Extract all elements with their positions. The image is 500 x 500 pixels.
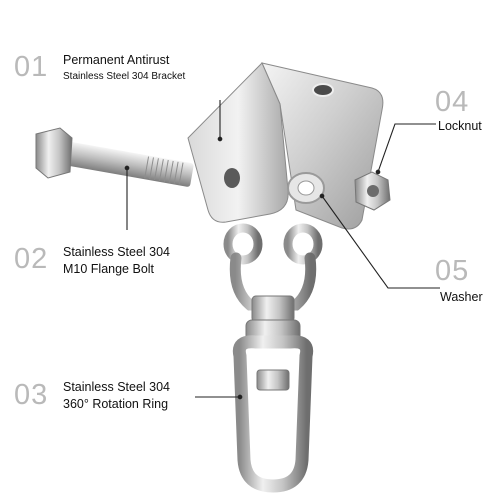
part-line1-03: Stainless Steel 304	[63, 380, 171, 394]
part-title-01: Permanent Antirust	[63, 53, 170, 67]
part-number-02: 02	[14, 243, 49, 275]
bolt-head	[35, 127, 73, 179]
part-line1-02: Stainless Steel 304	[63, 245, 171, 259]
leader-lines	[124, 100, 440, 400]
part-subtitle-01: Stainless Steel 304 Bracket	[63, 71, 186, 82]
swivel-inner-nut	[256, 369, 290, 391]
part-number-05: 05	[435, 255, 470, 287]
part-label-04: Locknut	[438, 119, 482, 133]
part-line2-03: 360° Rotation Ring	[63, 397, 169, 411]
swivel-eye-right	[283, 223, 323, 265]
part-number-01: 01	[14, 51, 49, 83]
part-label-05: Washer	[440, 290, 483, 304]
part-number-03: 03	[14, 379, 49, 411]
part-number-04: 04	[435, 86, 470, 118]
swivel-hex-nut	[251, 295, 295, 323]
leader-04	[377, 123, 436, 173]
swivel-ring-loop	[232, 335, 314, 493]
bracket-graphic	[187, 62, 384, 230]
bracket-side-hole	[224, 168, 240, 188]
bracket-top-hole	[312, 83, 334, 97]
bolt-shaft	[62, 141, 194, 187]
washer-graphic	[287, 172, 325, 204]
flange-bolt-graphic	[35, 127, 194, 187]
leader-05	[321, 195, 440, 289]
swivel-ring-graphic	[223, 223, 323, 493]
part-line2-02: M10 Flange Bolt	[63, 262, 155, 276]
swivel-eye-left	[223, 223, 263, 265]
bracket-back-plate	[261, 62, 384, 230]
